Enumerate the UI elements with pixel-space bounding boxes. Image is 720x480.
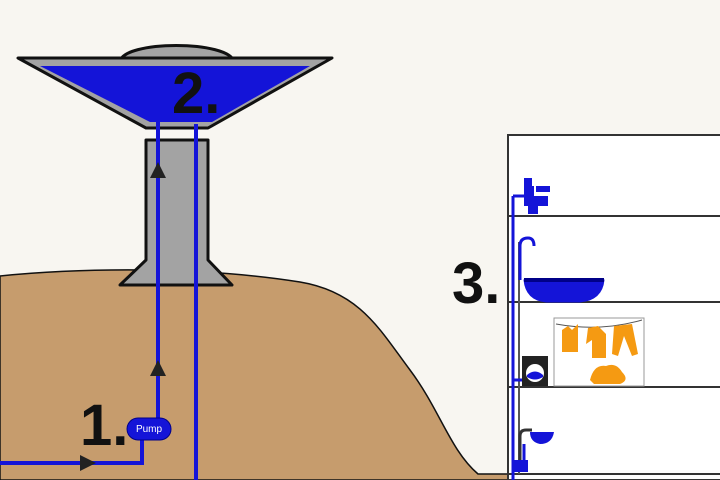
tower-base (118, 138, 234, 287)
building (507, 134, 720, 480)
laundry-icon (553, 317, 645, 387)
intake-pipe (0, 440, 144, 465)
sink-icon (514, 428, 554, 472)
arrow-icon (80, 455, 96, 471)
washing-machine-icon (522, 356, 548, 386)
toilet-icon (524, 178, 550, 214)
ground-hill (0, 269, 720, 480)
step-3-label: 3. (452, 251, 500, 316)
step-1-label: 1. (80, 393, 128, 458)
step-2-label: 2. (172, 61, 220, 126)
arrow-icon (150, 360, 166, 376)
tank-water (40, 66, 310, 122)
pump-icon: Pump (126, 417, 172, 441)
arrow-icon (150, 162, 166, 178)
pump-label: Pump (136, 424, 163, 435)
bathtub-icon (518, 236, 605, 303)
